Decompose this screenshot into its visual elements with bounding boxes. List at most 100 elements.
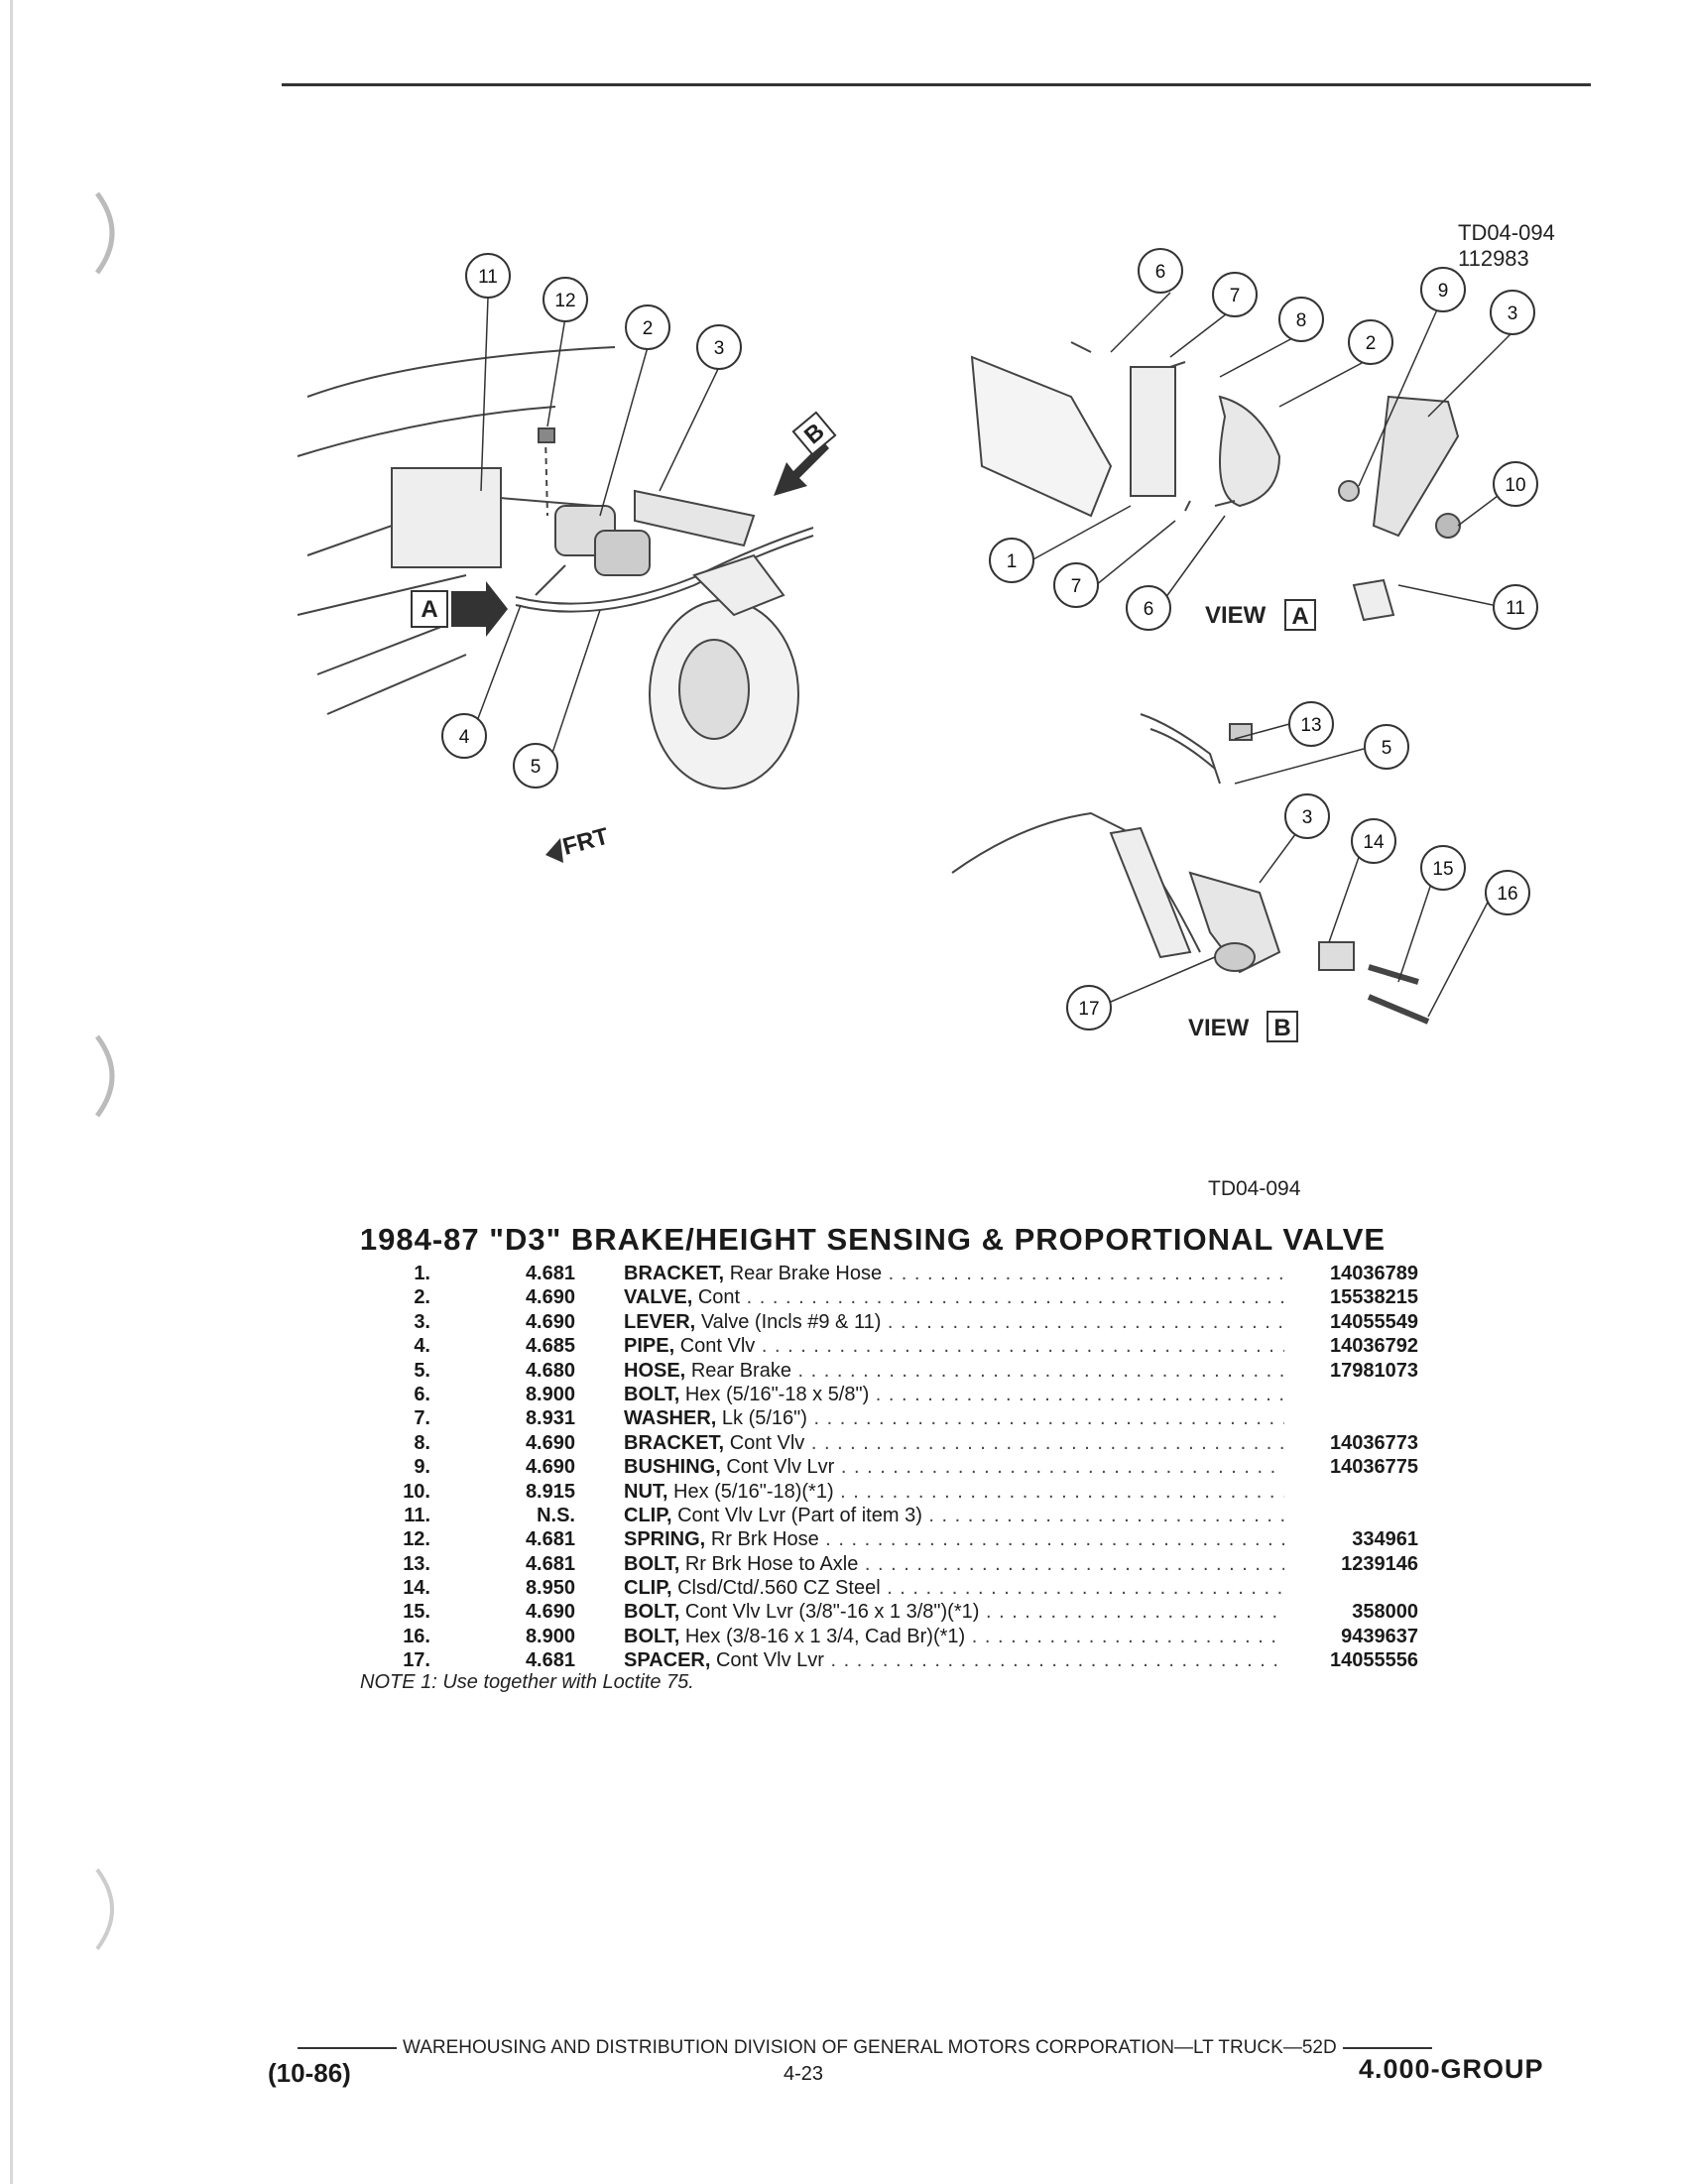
part-number: 14036775 — [1330, 1456, 1418, 1479]
part-name: VALVE, — [624, 1286, 693, 1309]
figure-id-bottom: TD04-094 — [1208, 1177, 1301, 1200]
part-detail: Cont Vlv — [679, 1335, 756, 1358]
arrow-a-marker — [411, 581, 508, 637]
punch-hole-top — [94, 191, 115, 275]
callout-5-view-b: 5 — [1364, 724, 1409, 770]
parts-row: 11.N.S.CLIP, Cont Vlv Lvr (Part of item … — [357, 1504, 1428, 1527]
view-b-letter: B — [1273, 1015, 1290, 1041]
figure-id-top: TD04-094 112983 — [1458, 220, 1555, 272]
part-name: BOLT, — [624, 1601, 680, 1624]
svg-text:3: 3 — [1302, 807, 1313, 828]
part-number: 14036789 — [1330, 1263, 1418, 1284]
callout-6-top: 6 — [1138, 248, 1183, 294]
part-detail: Hex (5/16"-18)(*1) — [673, 1480, 834, 1503]
callout-2: 2 — [625, 304, 670, 350]
part-name: SPRING, — [624, 1528, 706, 1551]
callout-12: 12 — [543, 277, 588, 322]
svg-text:3: 3 — [714, 338, 725, 359]
part-name: HOSE, — [624, 1359, 686, 1382]
group-number: N.S. — [537, 1504, 575, 1526]
footer-dash-right — [1342, 2047, 1432, 2049]
footer-publisher-line: WAREHOUSING AND DISTRIBUTION DIVISION OF… — [298, 2037, 1557, 2059]
footer-date: (10-86) — [268, 2058, 351, 2088]
figure-id-code: TD04-094 — [1458, 220, 1555, 245]
item-number: 5. — [414, 1359, 430, 1382]
part-description: LEVER, Valve (Incls #9 & 11) — [624, 1310, 1284, 1334]
part-number: 15538215 — [1330, 1286, 1418, 1309]
punch-hole-bottom — [95, 1868, 114, 1951]
group-number: 8.915 — [525, 1480, 575, 1503]
item-number: 8. — [414, 1431, 430, 1454]
svg-text:2: 2 — [643, 318, 654, 339]
callout-3-view-a: 3 — [1490, 290, 1535, 335]
item-number: 11. — [404, 1504, 430, 1526]
item-number: 4. — [414, 1335, 430, 1358]
view-a-drawing — [970, 341, 1461, 622]
item-number: 17. — [403, 1649, 430, 1672]
front-label: FRT — [560, 823, 612, 861]
item-number: 3. — [414, 1310, 430, 1333]
part-name: CLIP, — [624, 1504, 672, 1526]
callout-5: 5 — [513, 743, 558, 789]
part-detail: Rear Brake — [690, 1359, 791, 1382]
svg-text:13: 13 — [1300, 715, 1321, 736]
item-number: 6. — [414, 1383, 430, 1405]
item-number: 16. — [403, 1625, 430, 1647]
svg-text:6: 6 — [1144, 599, 1154, 620]
svg-text:11: 11 — [478, 267, 498, 288]
binder-edge — [10, 0, 13, 2184]
footer-dash-left — [298, 2047, 397, 2049]
punch-hole-middle — [94, 1034, 115, 1118]
part-description: BOLT, Cont Vlv Lvr (3/8"-16 x 1 3/8")(*1… — [624, 1600, 1284, 1624]
item-number: 2. — [414, 1286, 430, 1309]
part-number: 14036792 — [1330, 1335, 1418, 1358]
part-name: CLIP, — [624, 1577, 672, 1600]
part-detail: Lk (5/16") — [721, 1407, 807, 1430]
view-b-label: VIEW — [1188, 1015, 1250, 1041]
part-detail: Rr Brk Hose — [710, 1528, 819, 1551]
callout-2-view-a: 2 — [1348, 319, 1393, 365]
callout-13: 13 — [1288, 701, 1334, 747]
callout-16: 16 — [1485, 870, 1530, 915]
svg-text:11: 11 — [1506, 598, 1525, 619]
part-description: BUSHING, Cont Vlv Lvr — [624, 1455, 1284, 1479]
part-name: PIPE, — [624, 1335, 675, 1358]
group-number: 4.690 — [525, 1286, 575, 1309]
part-number: 9439637 — [1341, 1625, 1418, 1647]
svg-text:12: 12 — [554, 291, 575, 311]
svg-text:9: 9 — [1438, 281, 1449, 302]
svg-text:6: 6 — [1155, 262, 1166, 283]
parts-row: 2. 4.690 VALVE, Cont 15538215 — [357, 1285, 1428, 1309]
group-number: 8.900 — [525, 1383, 575, 1405]
group-number: 4.680 — [525, 1359, 575, 1382]
view-a-label: VIEW — [1205, 602, 1267, 629]
part-description: BRACKET, Cont Vlv — [624, 1431, 1284, 1455]
item-number: 7. — [414, 1407, 430, 1430]
svg-text:3: 3 — [1508, 303, 1518, 324]
group-number: 4.681 — [525, 1263, 575, 1284]
view-b-drawing — [951, 713, 1430, 1025]
footer-publisher-text: WAREHOUSING AND DISTRIBUTION DIVISION OF… — [403, 2037, 1337, 2058]
part-description: HOSE, Rear Brake — [624, 1359, 1284, 1383]
item-number: 12. — [403, 1528, 430, 1551]
callout-15: 15 — [1420, 845, 1466, 891]
item-number: 1. — [414, 1263, 430, 1284]
svg-text:15: 15 — [1432, 859, 1453, 880]
arrow-a-letter: A — [421, 596, 437, 623]
view-a-box — [1284, 599, 1316, 631]
callout-11: 11 — [465, 253, 511, 299]
group-number: 4.690 — [525, 1310, 575, 1333]
part-name: BOLT, — [624, 1625, 680, 1647]
part-detail: Cont — [697, 1286, 741, 1309]
part-number: 1239146 — [1341, 1552, 1418, 1575]
group-number: 4.681 — [525, 1649, 575, 1672]
part-name: BOLT, — [624, 1552, 680, 1575]
svg-text:16: 16 — [1497, 884, 1517, 905]
